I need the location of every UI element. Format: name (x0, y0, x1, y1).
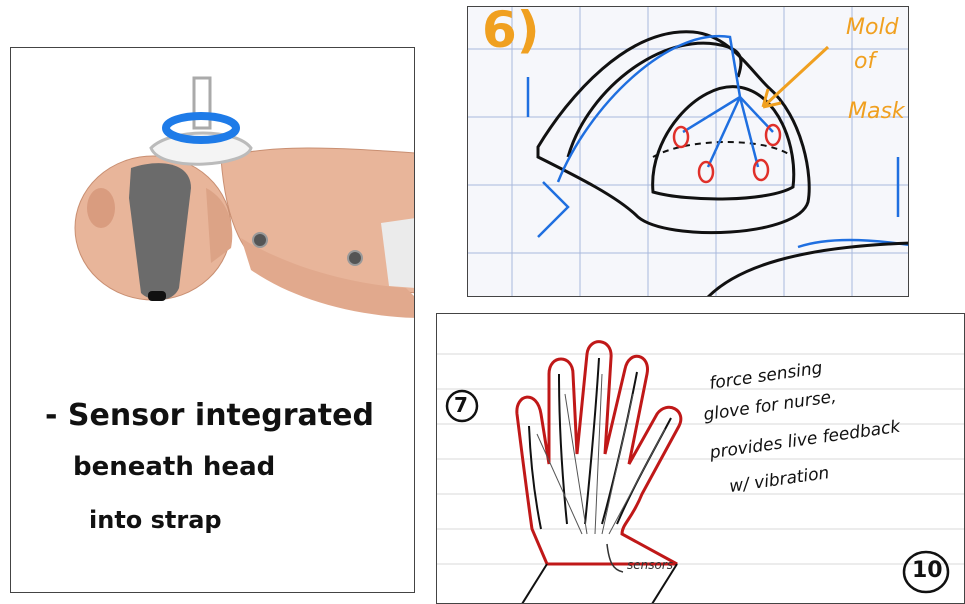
glove-sketch-panel: 7 force sensing glove for nurse, provide… (436, 313, 965, 604)
lined-paper (437, 354, 965, 564)
mannequin-torso (221, 148, 415, 293)
mask-valve (194, 78, 210, 128)
step-label-7: 7 (454, 393, 468, 417)
body-outline (708, 243, 909, 297)
annotation-line-1: Mold (846, 15, 899, 40)
annotation-line-3: Mask (848, 99, 905, 124)
mask-sketch-panel: 6) Mold of Mask (467, 6, 909, 297)
chest-button-right (348, 251, 362, 265)
strap-sensor (148, 291, 166, 301)
note-line-1: - Sensor integrated (45, 398, 374, 433)
note-line-2: beneath head (73, 452, 275, 482)
mannequin-ear (87, 188, 115, 228)
note-line-3: into strap (89, 506, 222, 534)
step-label-6: 6) (482, 6, 540, 59)
sensors-label: sensors (627, 558, 673, 572)
mannequin-panel: - Sensor integrated beneath head into st… (10, 47, 415, 593)
sensors-callout (607, 544, 623, 572)
mask-sensors (674, 125, 780, 182)
chest-button-left (253, 233, 267, 247)
glove-sketch (437, 314, 965, 604)
glove-sensors (537, 374, 665, 534)
annotation-line-2: of (854, 49, 875, 74)
page-number: 10 (912, 558, 943, 583)
annotation-arrow (763, 47, 828, 107)
